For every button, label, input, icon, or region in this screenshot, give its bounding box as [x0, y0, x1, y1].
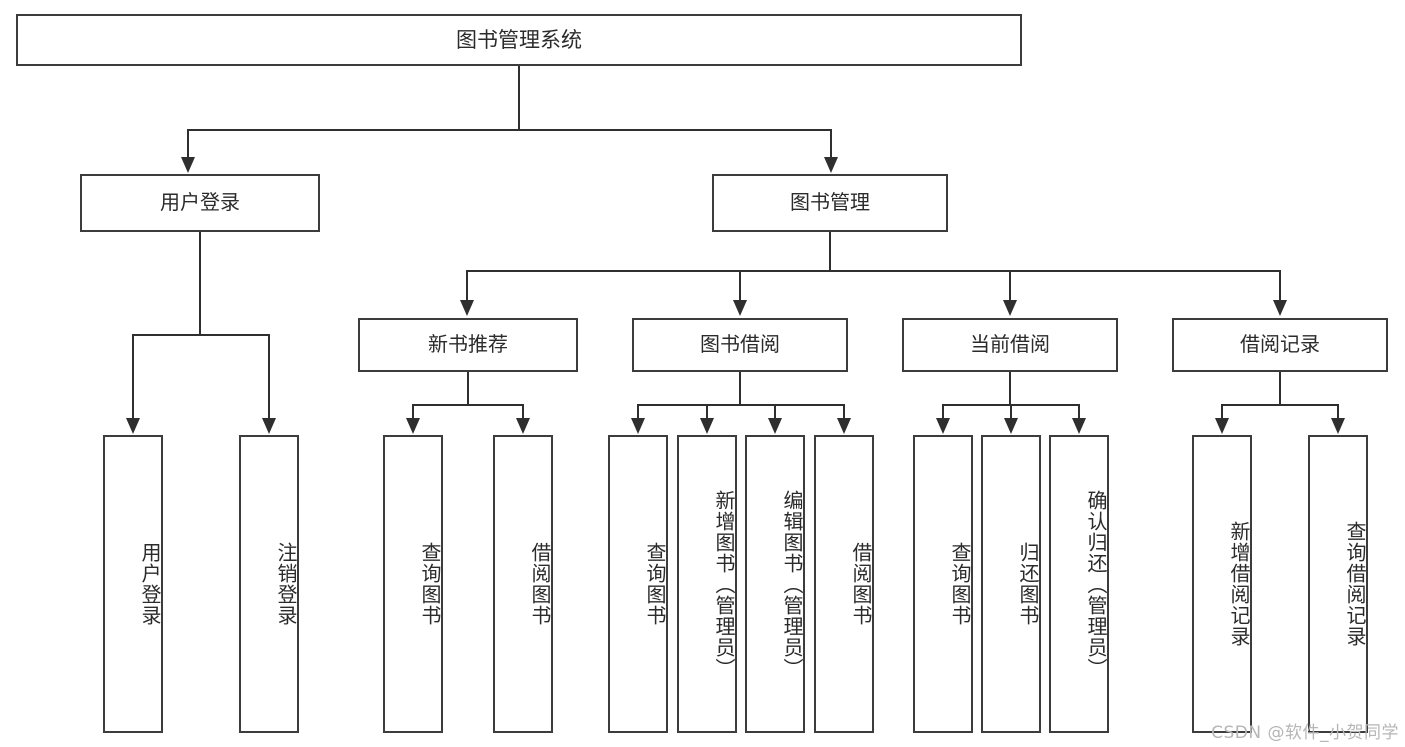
node-label: 借阅图书	[528, 542, 552, 626]
leaf-current-borrow-0[interactable]: 查询图书	[913, 435, 973, 733]
node-user-login[interactable]: 用户登录	[80, 174, 320, 232]
node-label: 编辑图书（管理员）	[780, 489, 804, 679]
node-label: 查询借阅记录	[1343, 521, 1367, 647]
edge-root-stem	[518, 66, 520, 130]
node-label: 查询图书	[418, 542, 442, 626]
edge-new-book-stem	[467, 372, 469, 406]
node-book-borrow[interactable]: 图书借阅	[632, 318, 848, 372]
arrow-root-to-user-login	[181, 157, 195, 173]
edge-book-manage-to-lvl3-2	[1009, 270, 1011, 302]
edge-user-login-bus	[132, 334, 269, 336]
edge-borrow-record-bus	[1221, 404, 1339, 406]
node-label: 图书借阅	[700, 332, 780, 357]
arrow-book-manage-to-lvl3-1	[733, 300, 747, 316]
node-label: 用户登录	[138, 542, 162, 626]
edge-user-login-to-leaf-0	[132, 334, 134, 420]
leaf-book-borrow-3[interactable]: 借阅图书	[814, 435, 874, 733]
edge-borrow-record-stem	[1279, 372, 1281, 406]
edge-root-to-book-manage	[830, 129, 832, 159]
leaf-book-borrow-0[interactable]: 查询图书	[608, 435, 668, 733]
edge-user-login-stem	[199, 232, 201, 336]
node-label: 查询图书	[643, 542, 667, 626]
node-label: 归还图书	[1016, 542, 1040, 626]
node-label: 新增借阅记录	[1227, 521, 1251, 647]
arrow-current-borrow-to-leaf-2	[1072, 418, 1086, 434]
leaf-user-login-1[interactable]: 注销登录	[239, 435, 299, 733]
edge-book-borrow-bus	[637, 404, 845, 406]
edge-root-to-user-login	[187, 129, 189, 159]
arrow-book-borrow-to-leaf-3	[837, 418, 851, 434]
node-label: 注销登录	[274, 542, 298, 626]
arrow-borrow-record-to-leaf-1	[1331, 418, 1345, 434]
edge-book-manage-stem	[829, 232, 831, 272]
node-label: 确认归还（管理员）	[1084, 489, 1108, 679]
leaf-borrow-record-1[interactable]: 查询借阅记录	[1308, 435, 1368, 733]
node-label: 图书管理	[790, 190, 870, 215]
edge-current-borrow-to-leaf-0	[942, 404, 944, 422]
arrow-new-book-to-leaf-1	[516, 418, 530, 434]
edge-new-book-to-leaf-1	[522, 404, 524, 422]
node-label: 借阅图书	[849, 542, 873, 626]
arrow-current-borrow-to-leaf-0	[936, 418, 950, 434]
leaf-user-login-0[interactable]: 用户登录	[103, 435, 163, 733]
node-label: 借阅记录	[1240, 332, 1320, 357]
arrow-new-book-to-leaf-0	[406, 418, 420, 434]
node-label: 图书管理系统	[456, 27, 582, 52]
edge-book-borrow-stem	[739, 372, 741, 406]
edge-book-manage-to-lvl3-1	[739, 270, 741, 302]
node-label: 新增图书（管理员）	[712, 489, 736, 679]
leaf-new-book-recommend-1[interactable]: 借阅图书	[493, 435, 553, 733]
arrow-current-borrow-to-leaf-1	[1004, 418, 1018, 434]
node-label: 查询图书	[948, 542, 972, 626]
leaf-borrow-record-0[interactable]: 新增借阅记录	[1192, 435, 1252, 733]
arrow-book-borrow-to-leaf-2	[768, 418, 782, 434]
arrow-book-manage-to-lvl3-3	[1273, 300, 1287, 316]
leaf-new-book-recommend-0[interactable]: 查询图书	[383, 435, 443, 733]
arrow-book-manage-to-lvl3-2	[1003, 300, 1017, 316]
leaf-current-borrow-2[interactable]: 确认归还（管理员）	[1049, 435, 1109, 733]
arrow-book-borrow-to-leaf-1	[700, 418, 714, 434]
node-current-borrow[interactable]: 当前借阅	[902, 318, 1118, 372]
node-label: 新书推荐	[428, 332, 508, 357]
node-root-system[interactable]: 图书管理系统	[16, 14, 1022, 66]
edge-borrow-record-to-leaf-0	[1221, 404, 1223, 422]
arrow-root-to-book-manage	[824, 157, 838, 173]
edge-book-manage-bus	[466, 270, 1280, 272]
edge-borrow-record-to-leaf-1	[1337, 404, 1339, 422]
edge-book-borrow-to-leaf-3	[843, 404, 845, 422]
edge-current-borrow-stem	[1009, 372, 1011, 406]
node-book-manage[interactable]: 图书管理	[712, 174, 948, 232]
arrow-book-borrow-to-leaf-0	[631, 418, 645, 434]
arrow-borrow-record-to-leaf-0	[1215, 418, 1229, 434]
node-label: 当前借阅	[970, 332, 1050, 357]
edge-current-borrow-to-leaf-1	[1010, 404, 1012, 422]
edge-user-login-to-leaf-1	[268, 334, 270, 420]
arrow-user-login-to-leaf-1	[262, 418, 276, 434]
leaf-book-borrow-2[interactable]: 编辑图书（管理员）	[745, 435, 805, 733]
edge-root-bus	[187, 129, 832, 131]
edge-book-manage-to-lvl3-3	[1279, 270, 1281, 302]
node-new-book-recommend[interactable]: 新书推荐	[358, 318, 578, 372]
edge-new-book-to-leaf-0	[412, 404, 414, 422]
edge-new-book-bus	[412, 404, 524, 406]
edge-book-manage-to-lvl3-0	[466, 270, 468, 302]
node-label: 用户登录	[160, 190, 240, 215]
edge-current-borrow-to-leaf-2	[1078, 404, 1080, 422]
arrow-book-manage-to-lvl3-0	[460, 300, 474, 316]
leaf-current-borrow-1[interactable]: 归还图书	[981, 435, 1041, 733]
edge-book-borrow-to-leaf-2	[774, 404, 776, 422]
node-borrow-record[interactable]: 借阅记录	[1172, 318, 1388, 372]
edge-book-borrow-to-leaf-0	[637, 404, 639, 422]
leaf-book-borrow-1[interactable]: 新增图书（管理员）	[677, 435, 737, 733]
edge-book-borrow-to-leaf-1	[706, 404, 708, 422]
arrow-user-login-to-leaf-0	[126, 418, 140, 434]
